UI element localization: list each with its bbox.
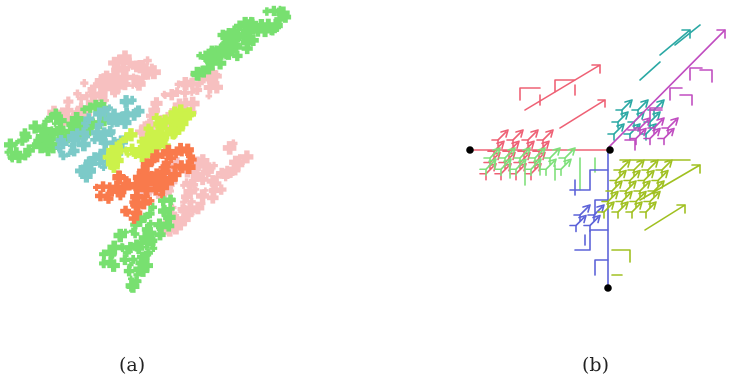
- tile-pink-2: [88, 56, 161, 101]
- tree-lightgreen-arrows: [495, 158, 595, 190]
- caption-b: (b): [582, 354, 609, 376]
- tree-teal-arrows: [640, 25, 700, 80]
- tree-magenta-body: [630, 118, 678, 145]
- tree-red-arrows: [520, 65, 605, 128]
- tree-magenta: [608, 30, 725, 150]
- tree-blue: [570, 150, 608, 288]
- caption-a: (a): [119, 354, 145, 376]
- tree-olive-arrows: [612, 160, 700, 275]
- tile-green-6: [124, 232, 157, 293]
- tree-blue-body: [570, 205, 604, 232]
- endpoint-left-dot: [466, 146, 474, 154]
- endpoint-center-dot: [606, 146, 614, 154]
- panel-a-fractal-tiling: [4, 6, 291, 293]
- tree-olive: [598, 160, 672, 218]
- endpoint-bottom-dot: [604, 284, 612, 292]
- panel-b-tree-curves: [466, 25, 725, 292]
